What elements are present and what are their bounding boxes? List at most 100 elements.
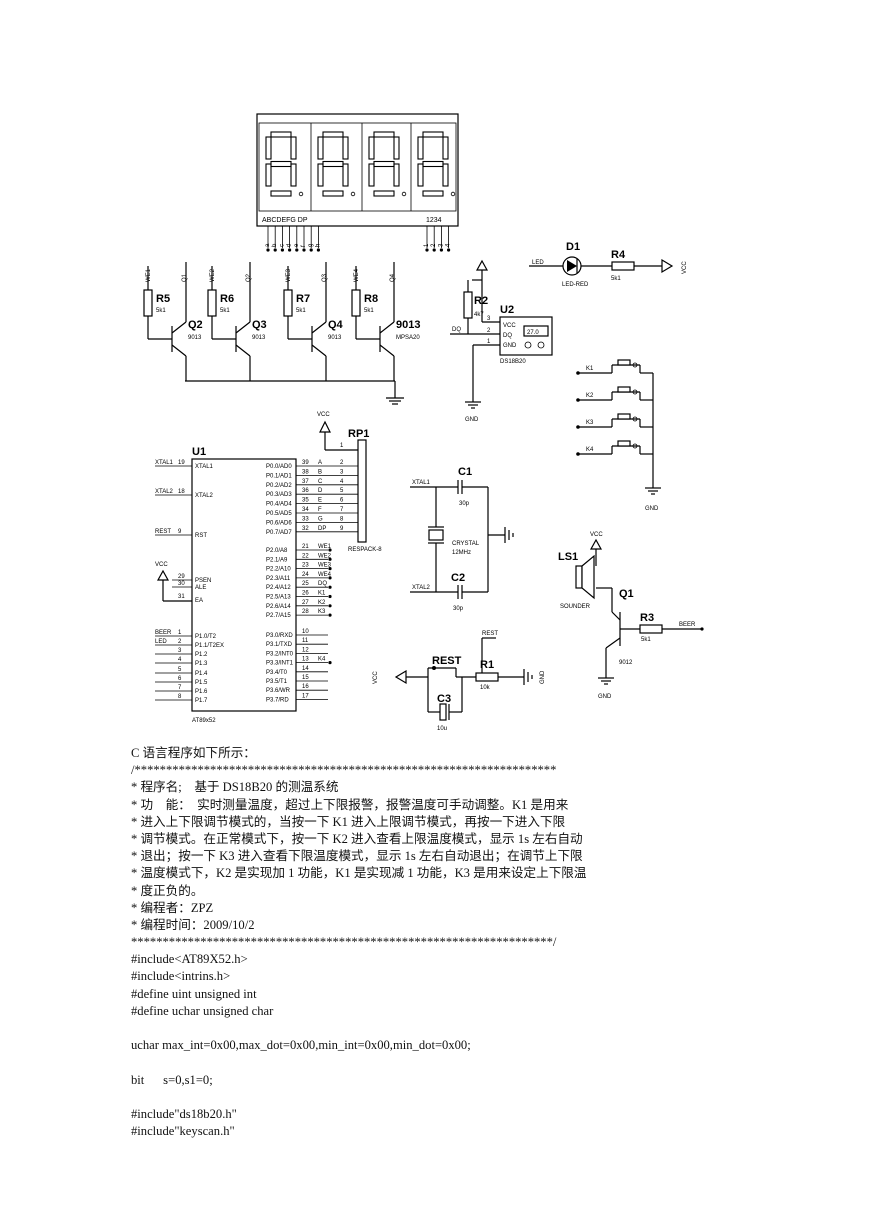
collector-net: Q1	[182, 273, 188, 282]
buzzer-circuit: LS1 SOUNDER VCC Q1 R3 5k1 BEER 9012 GND	[558, 532, 704, 700]
pin-net: E	[318, 498, 322, 504]
pin-name: P0.6/AD6	[266, 520, 292, 526]
led-net-label: LED	[532, 260, 544, 266]
key-label: K3	[586, 420, 594, 426]
segment	[442, 163, 449, 187]
pin-dot	[288, 248, 292, 252]
pin-net: XTAL2	[155, 489, 174, 495]
q1-ref: Q1	[619, 588, 634, 600]
com-pin-number: 1	[424, 243, 430, 247]
segment-label: ABCDEFG DP	[262, 217, 308, 224]
pin-name: P2.6/A14	[266, 604, 291, 610]
pin-number: 7	[178, 685, 182, 691]
pin-number: 15	[302, 675, 309, 681]
pin-dot	[328, 613, 332, 617]
pin-number: 36	[302, 488, 309, 494]
reset-circuit: VCC REST REST R1 10k GND C3 10u	[373, 631, 546, 732]
segment	[265, 163, 272, 187]
pin-net: B	[318, 469, 322, 475]
pin-number: 2	[178, 639, 182, 645]
pin-name: P3.5/T1	[266, 679, 288, 685]
respack-pin: 3	[340, 469, 344, 475]
pin-number: 31	[178, 594, 185, 600]
led-ref: D1	[566, 241, 580, 253]
pin-letter: g	[308, 244, 314, 247]
com-pin-number: 4	[446, 243, 452, 247]
u2-dq: DQ	[503, 333, 512, 339]
pin-net: G	[318, 516, 323, 522]
u2-pin2: 2	[487, 328, 491, 334]
u2-part: DS18B20	[500, 359, 526, 365]
respack-pin: 4	[340, 479, 344, 485]
pin-dot	[328, 567, 332, 571]
mcu-left-pin: 8P1.7	[155, 694, 208, 704]
segment	[417, 163, 424, 187]
pin-name: P1.1/T2EX	[195, 643, 224, 649]
code-line	[131, 1020, 851, 1037]
crystal-freq: 12MHz	[452, 550, 471, 556]
segment	[317, 136, 324, 160]
pin-name: P0.3/AD3	[266, 492, 292, 498]
pin-number: 33	[302, 516, 309, 522]
key-label: K2	[586, 393, 594, 399]
pin-number: 19	[178, 460, 185, 466]
we-net: WE2	[210, 268, 216, 282]
pin-dot	[328, 594, 332, 599]
pin-name: P2.4/A12	[266, 585, 291, 591]
transistor-ref: Q2	[188, 319, 203, 331]
segment	[368, 136, 375, 160]
pin-name: P3.4/T0	[266, 670, 288, 676]
digit-label: 1234	[426, 217, 442, 224]
code-line: #include"keyscan.h"	[131, 1124, 235, 1139]
key-3: K3	[576, 413, 653, 429]
pin-name: P2.3/A11	[266, 576, 291, 582]
code-line: * 调节模式。在正常模式下，按一下 K2 进入查看上限温度模式，显示 1s 左右…	[131, 831, 583, 846]
key-label: K1	[586, 366, 594, 372]
segment	[342, 136, 349, 160]
segment	[373, 160, 395, 168]
respack-pin: 8	[340, 516, 344, 522]
pin-net: K4	[318, 657, 326, 663]
pin-dot	[328, 576, 332, 580]
pin-number: 27	[302, 600, 309, 606]
segment	[393, 136, 400, 160]
code-line: uchar max_int=0x00,max_dot=0x00,min_int=…	[131, 1038, 471, 1053]
pin-number: 16	[302, 684, 309, 690]
segment	[373, 131, 395, 138]
transistor-ref: Q3	[252, 319, 267, 331]
code-line: /***************************************…	[131, 763, 557, 778]
mcu-right-pin: P3.5/T1 15	[266, 675, 328, 685]
pin-number: 21	[302, 544, 309, 550]
digit-cell	[265, 131, 304, 197]
pin-dot	[316, 248, 320, 252]
digit-cell	[317, 131, 356, 197]
resistor-ref: R8	[364, 293, 378, 305]
pin-number: 1	[178, 630, 182, 636]
base-resistor	[283, 289, 293, 317]
segment	[290, 136, 297, 160]
pin-letter: d	[287, 244, 293, 247]
resistor-ref: R7	[296, 293, 310, 305]
pin-name: P3.2/INT0	[266, 651, 294, 657]
pin-number: 34	[302, 507, 309, 513]
key-1: K1	[576, 359, 653, 375]
rp1-part: RESPACK-8	[348, 547, 382, 553]
pin-name: P0.0/AD0	[266, 464, 292, 470]
u2-ref: U2	[500, 304, 514, 316]
code-line: #include<intrins.h>	[131, 969, 231, 984]
pin-number: 14	[302, 666, 309, 672]
pin-number: 30	[178, 581, 185, 587]
pin-number: 39	[302, 460, 309, 466]
